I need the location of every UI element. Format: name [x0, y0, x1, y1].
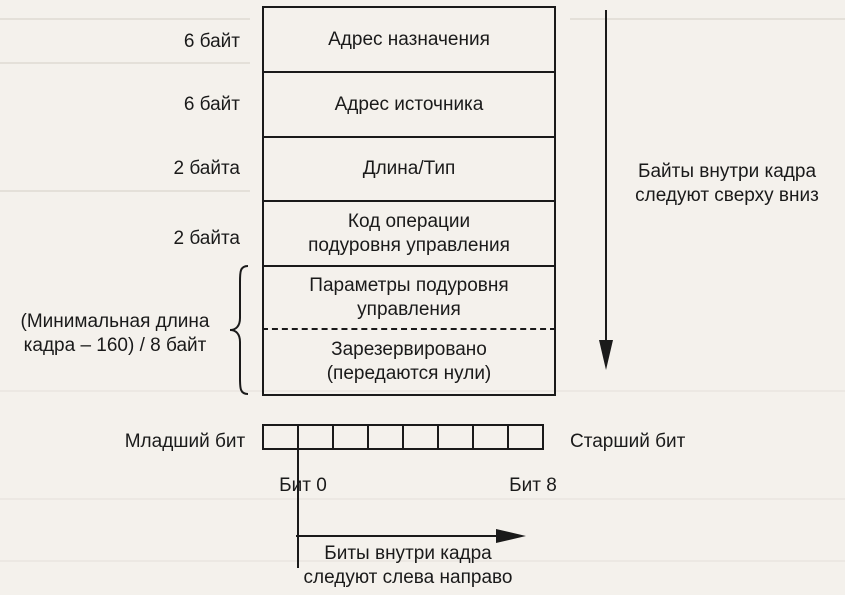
field-label-line1: Код операции	[347, 210, 471, 232]
field-label: Длина/Тип	[362, 158, 456, 179]
background-line	[0, 190, 250, 192]
field-reserved: Зарезервировано (передаются нули)	[262, 328, 556, 396]
field-label-line1: Параметры подуровня	[309, 274, 509, 296]
bit-cell	[262, 424, 299, 450]
bit0-label: Бит 0	[279, 475, 327, 496]
background-line	[0, 498, 845, 500]
right-arrow-icon	[296, 529, 526, 543]
bit-cell	[472, 424, 509, 450]
min-length-note: (Минимальная длина кадра – 160) / 8 байт	[0, 310, 230, 358]
byte-order-line2: следуют сверху вниз	[635, 185, 819, 206]
field-label-line2: подуровня управления	[308, 234, 510, 256]
background-line	[0, 560, 845, 562]
size-label-2-bytes: 2 байта	[173, 228, 240, 249]
bit-cell	[507, 424, 544, 450]
bit-cell	[367, 424, 404, 450]
field-label-line2: управления	[357, 298, 461, 320]
down-arrow-icon	[599, 10, 613, 370]
field-label-line2: (передаются нули)	[326, 363, 492, 384]
background-line	[0, 18, 250, 20]
bit-cells	[262, 424, 544, 450]
field-length-type: Длина/Тип	[262, 136, 556, 200]
field-label: Адрес назначения	[328, 28, 490, 50]
bit-cell	[402, 424, 439, 450]
size-label-6-bytes: 6 байт	[183, 31, 240, 52]
size-label-6-bytes: 6 байт	[183, 94, 240, 115]
background-line	[570, 18, 845, 20]
bit8-label: Бит 8	[509, 475, 557, 496]
bit-cell	[297, 424, 334, 450]
min-length-note-line2: кадра – 160) / 8 байт	[23, 335, 207, 356]
lsb-label: Младший бит	[124, 431, 246, 452]
background-line	[0, 390, 845, 392]
field-label-line1: Зарезервировано	[331, 339, 487, 360]
brace-icon	[229, 265, 249, 395]
byte-order-note: Байты внутри кадра следуют сверху вниз	[612, 160, 842, 208]
msb-label: Старший бит	[570, 431, 686, 452]
size-label-2-bytes: 2 байта	[173, 158, 240, 179]
field-opcode: Код операции подуровня управления	[262, 200, 556, 265]
bit-order-line1: Биты внутри кадра	[324, 543, 492, 564]
bit-cell	[332, 424, 369, 450]
bit-cell	[437, 424, 474, 450]
background-line	[0, 62, 250, 64]
field-label: Адрес источника	[334, 93, 484, 115]
min-length-note-line1: (Минимальная длина	[20, 311, 210, 332]
bit-order-line2: следуют слева направо	[303, 567, 513, 588]
bit0-marker-line	[297, 448, 299, 568]
bit-order-note: Биты внутри кадра следуют слева направо	[268, 542, 548, 590]
byte-order-line1: Байты внутри кадра	[637, 161, 817, 182]
field-control-parameters: Параметры подуровня управления	[262, 265, 556, 328]
field-source-address: Адрес источника	[262, 71, 556, 136]
field-destination-address: Адрес назначения	[262, 6, 556, 71]
